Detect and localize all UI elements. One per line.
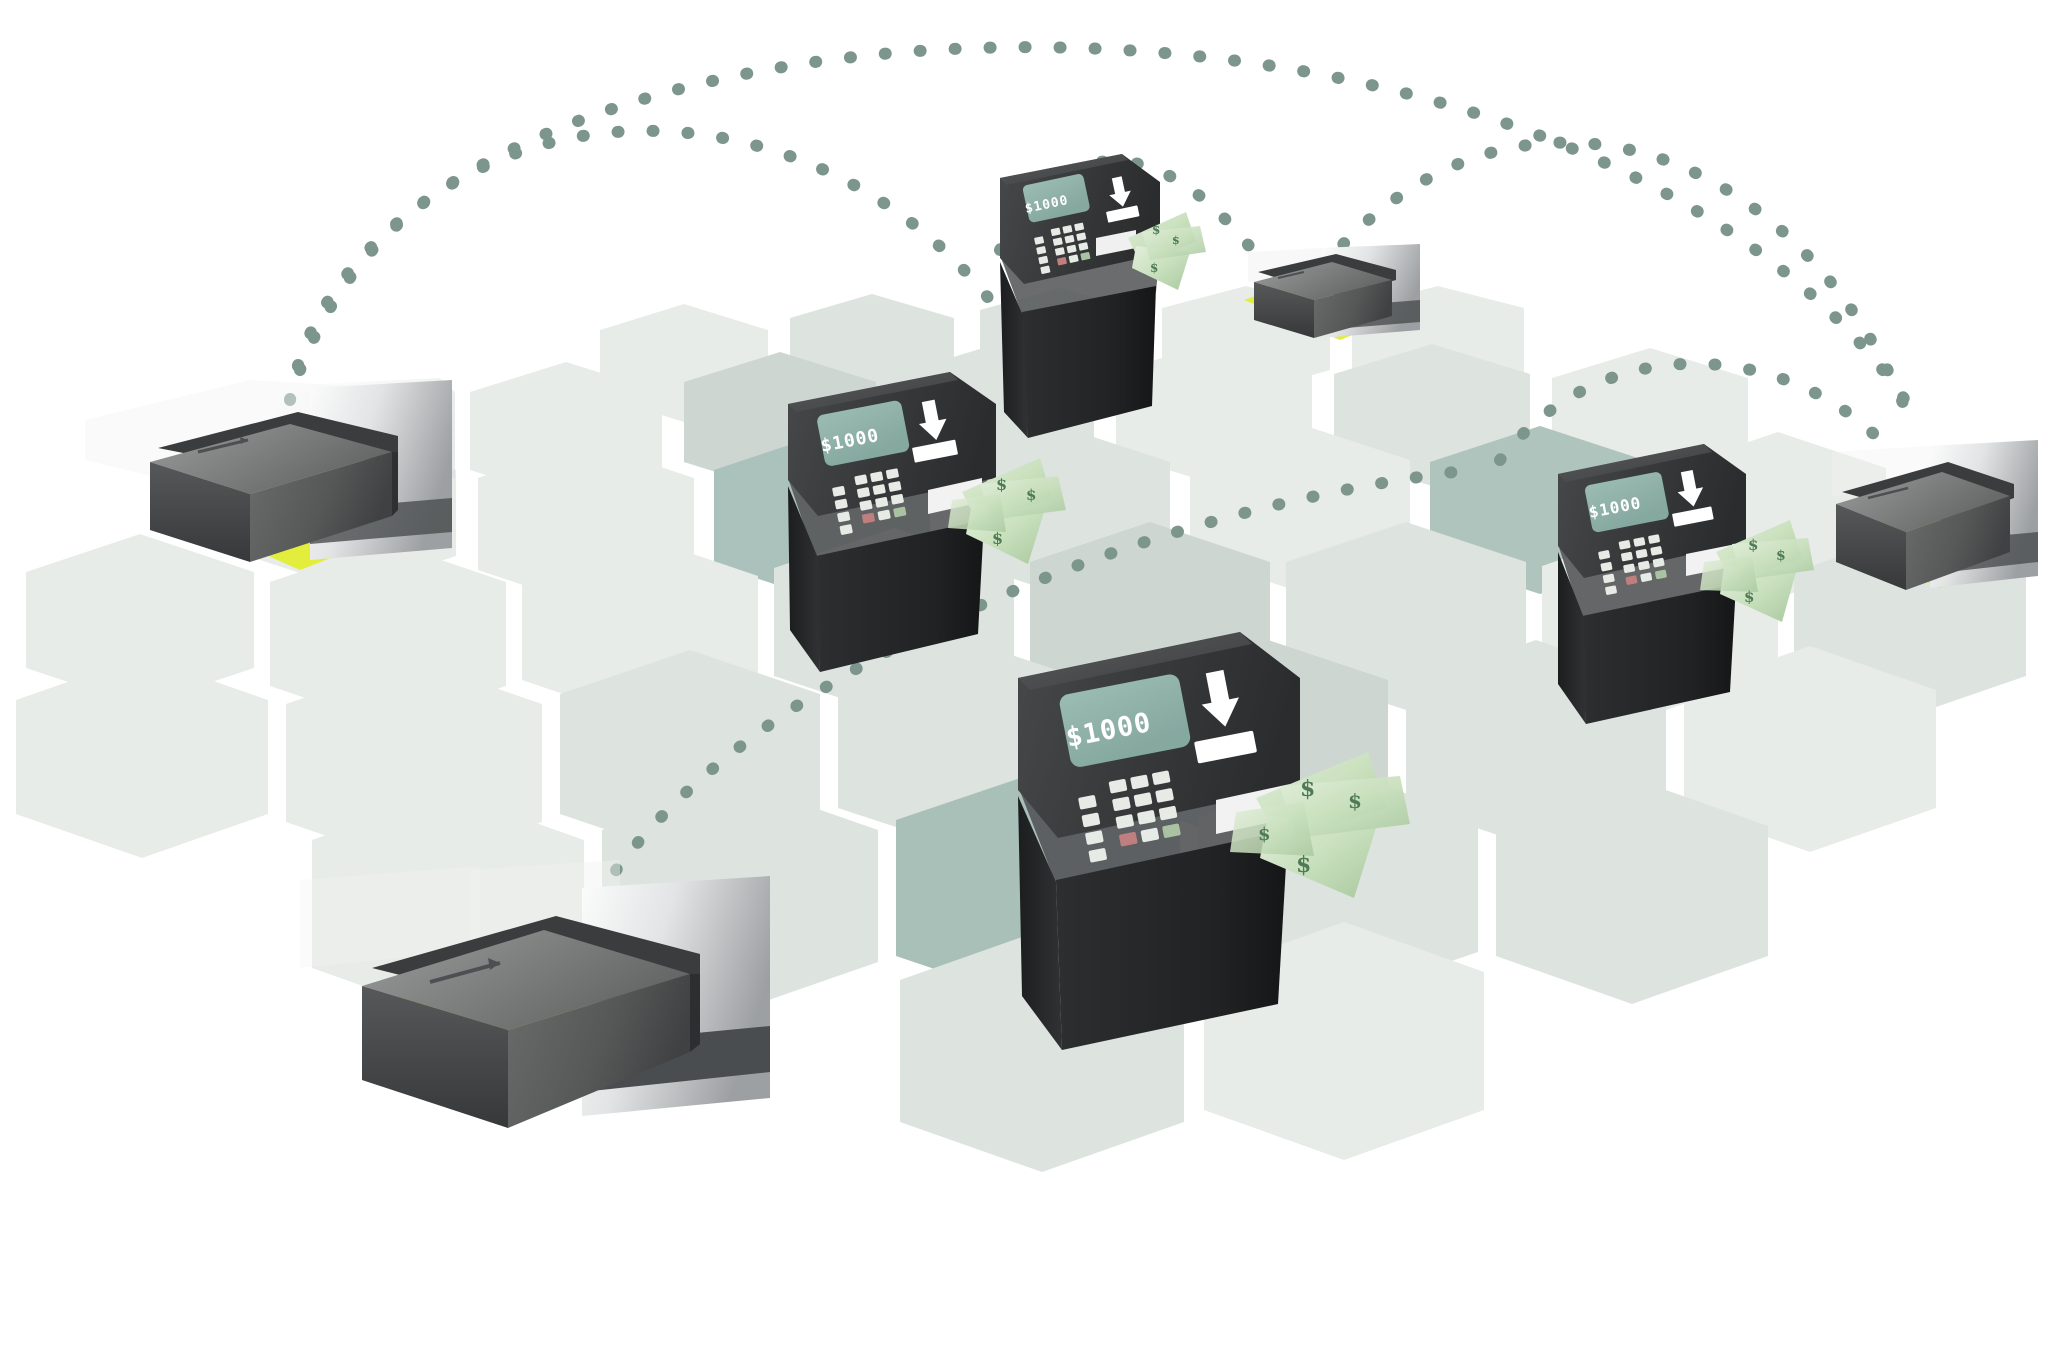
atm-panel: $1000 [1022, 174, 1140, 275]
atm-screen [1022, 174, 1090, 223]
atm-keypad [1034, 222, 1091, 275]
swipe-direction-arrow [197, 438, 249, 454]
atm-screen [817, 400, 910, 466]
enter-key [893, 506, 907, 518]
dispensed-money: $ $ $ [948, 458, 1066, 564]
card-insert-arrow [1201, 669, 1239, 727]
enter-key [1655, 569, 1667, 580]
reader-body [362, 916, 700, 1128]
bill-glyph: $ [1300, 776, 1315, 802]
bill-glyph: $ [1150, 261, 1158, 275]
atm-screen [1585, 472, 1669, 533]
atm-mid-right[interactable]: $1000 [1558, 444, 1814, 724]
card-ghost-1 [300, 866, 480, 968]
swipe-direction-arrow [429, 961, 501, 984]
cancel-key [861, 512, 875, 524]
arc-right-mid [1314, 136, 1916, 426]
atm-card-slot [912, 439, 958, 463]
atm-top-center[interactable]: $1000 [1000, 154, 1206, 438]
cancel-key [1119, 831, 1138, 847]
card-insert-arrow [1677, 469, 1704, 507]
bill-glyph: $ [1026, 486, 1036, 504]
swipe-direction-arrow [1277, 271, 1305, 279]
arc-lower-sweep [574, 464, 1476, 936]
bill-glyph: $ [1152, 223, 1160, 237]
bill-glyph: $ [1748, 536, 1758, 554]
atm-card-slot [1106, 205, 1140, 223]
arc-top-short [994, 155, 1266, 266]
card-reader-bottom-left[interactable] [300, 860, 770, 1128]
enter-key [1162, 823, 1181, 838]
atm-center-large[interactable]: $1000 [1018, 632, 1410, 1050]
reader-body [1254, 254, 1396, 338]
card-reader-top-right[interactable] [1244, 244, 1420, 340]
atm-mid-left[interactable]: $1000 [788, 372, 1066, 672]
atm-panel: $1000 [817, 399, 982, 535]
bill-glyph: $ [1348, 789, 1362, 813]
reader-body [150, 412, 398, 562]
card-insert-arrow [918, 399, 947, 441]
dispensed-money: $ $ $ [1700, 520, 1814, 622]
cancel-key [1056, 257, 1067, 266]
bill-glyph: $ [996, 475, 1007, 494]
atm-card-slot [1194, 730, 1257, 764]
bill-glyph: $ [1172, 234, 1180, 247]
card-reader-left[interactable] [85, 378, 455, 570]
card-reader-far-right[interactable] [1832, 440, 2038, 590]
cancel-key [1625, 575, 1638, 585]
card-insert-arrow [1109, 176, 1131, 207]
atm-screen [1059, 674, 1191, 767]
bill-glyph: $ [1296, 852, 1311, 878]
dispensed-money: $ $ $ [1128, 212, 1206, 290]
bill-glyph: $ [992, 529, 1003, 548]
dispensed-money: $ $ $ $ [1230, 752, 1410, 898]
atm-keypad [832, 468, 907, 535]
atm-keypad [1078, 770, 1181, 863]
atm-keypad [1598, 534, 1667, 595]
enter-key [1080, 252, 1091, 261]
atm-panel: $1000 [1585, 469, 1736, 595]
arc-right-short [1494, 357, 1886, 466]
atm-card-slot [1672, 506, 1714, 527]
bill-glyph: $ [1776, 548, 1786, 564]
arc-left-mid [294, 124, 1011, 376]
reader-body [1836, 462, 2014, 590]
bill-glyph: $ [1744, 588, 1754, 606]
network-arcs [284, 41, 1916, 936]
swipe-direction-arrow [1867, 486, 1909, 500]
bill-glyph: $ [1258, 824, 1271, 845]
cash-dispenser-slot [1096, 230, 1136, 256]
